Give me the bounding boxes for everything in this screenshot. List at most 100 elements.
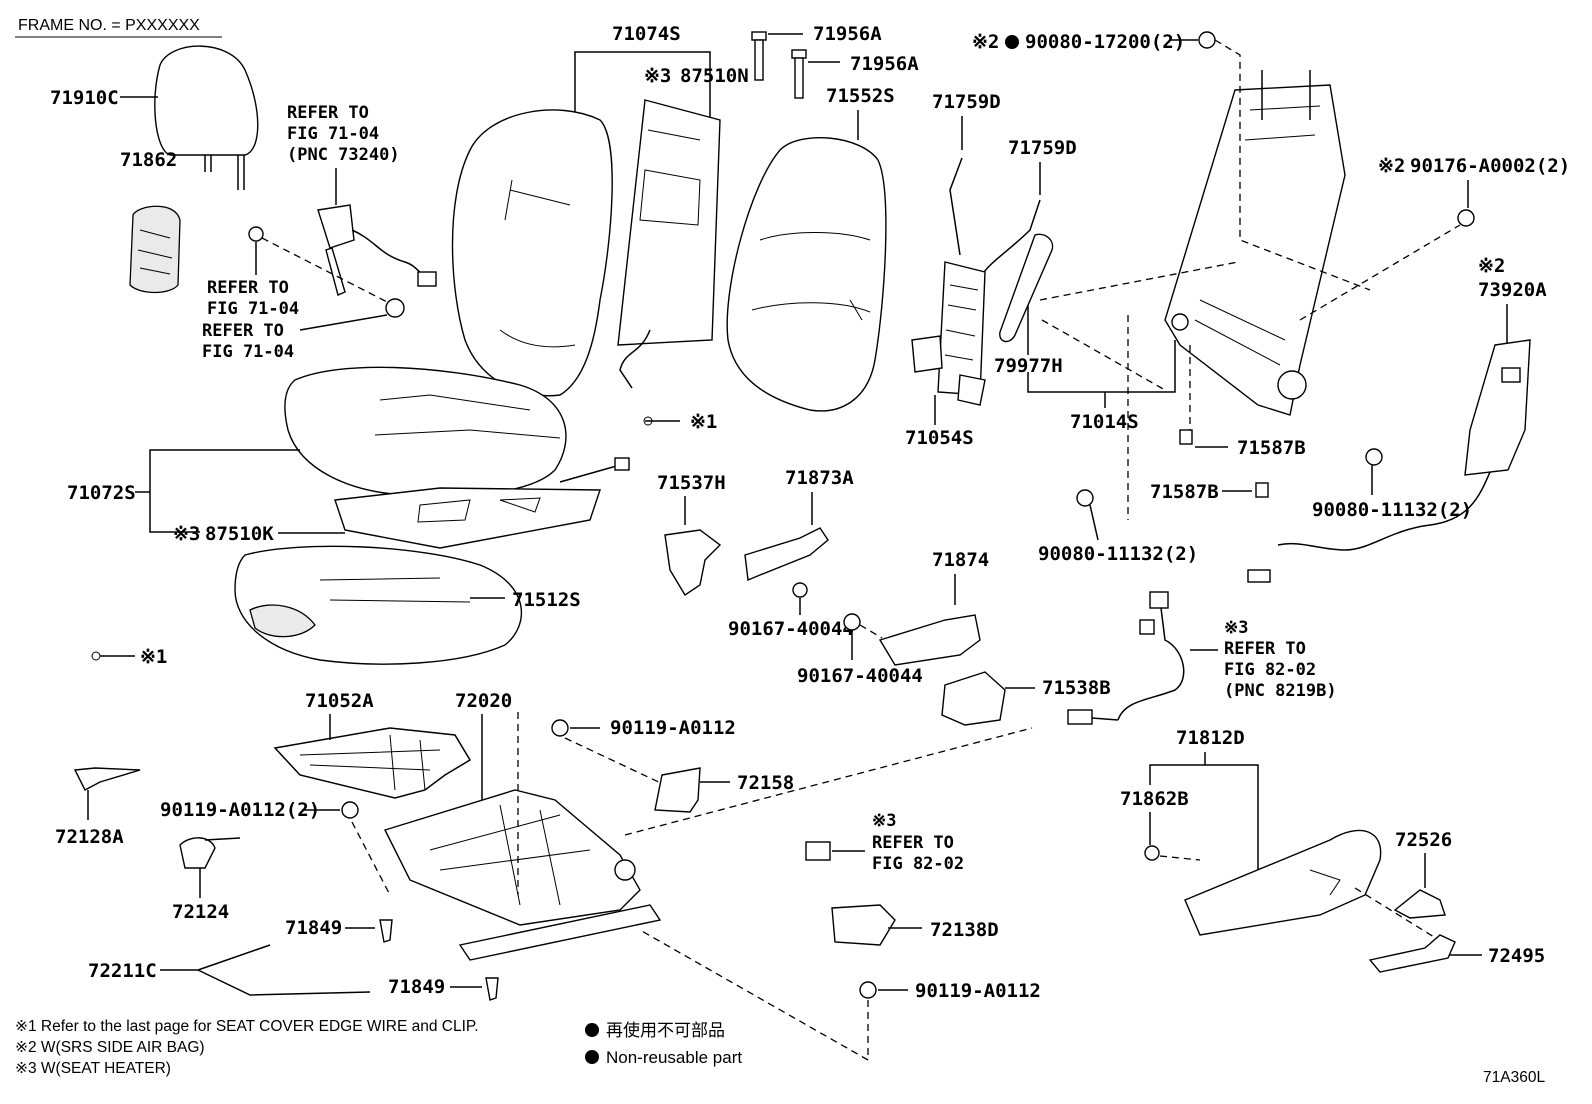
headrest-guide-part-1[interactable]	[751, 31, 767, 81]
seat-adjuster-part[interactable]	[384, 789, 662, 961]
label-71052A: 71052A	[305, 690, 374, 712]
grommet-part[interactable]	[385, 298, 405, 318]
mark-87510N: ※3	[644, 65, 671, 87]
seatback-heater-part[interactable]	[617, 99, 721, 389]
bolt-90119-a[interactable]	[551, 719, 569, 737]
mark-87510K: ※3	[173, 523, 200, 545]
seat-heater-harness-part[interactable]	[1067, 591, 1185, 725]
label-71874: 71874	[932, 549, 989, 571]
label-79977H: 79977H	[994, 355, 1063, 377]
cover-71538B-part[interactable]	[941, 671, 1006, 726]
clip-71862B[interactable]	[1144, 845, 1160, 861]
label-72128A: 72128A	[55, 826, 124, 848]
seatback-pad-part[interactable]	[726, 137, 887, 412]
cover-72124-part[interactable]	[179, 837, 216, 869]
nut-part[interactable]	[1198, 31, 1216, 49]
label-87510K: 87510K	[205, 523, 274, 545]
clip-71849-a[interactable]	[379, 919, 393, 943]
label-90119-2: 90119-A0112(2)	[160, 799, 320, 821]
label-72526: 72526	[1395, 829, 1452, 851]
seatbelt-buckle-part[interactable]	[317, 204, 437, 296]
label-72020: 72020	[455, 690, 512, 712]
clip-71587B-2[interactable]	[1255, 482, 1269, 498]
wire-part-1[interactable]	[949, 157, 963, 256]
label-71873A: 71873A	[785, 467, 854, 489]
bolt-90080-11132-a[interactable]	[1076, 489, 1094, 507]
headrest-guide-part-2[interactable]	[791, 49, 807, 99]
label-72211C: 72211C	[88, 960, 157, 982]
label-71759D-2: 71759D	[1008, 137, 1077, 159]
wire-part-2[interactable]	[981, 199, 1041, 276]
label-71587B-2: 71587B	[1150, 481, 1219, 503]
wire-72211C-part[interactable]	[197, 944, 371, 996]
label-71759D-1: 71759D	[932, 91, 1001, 113]
connector-part[interactable]	[805, 841, 831, 861]
clip-part[interactable]	[248, 226, 264, 242]
frame-number: FRAME NO. = PXXXXXX	[18, 17, 200, 34]
mark-connector: ※3	[872, 811, 896, 831]
side-airbag-part[interactable]	[1247, 339, 1531, 583]
cover-72495-part[interactable]	[1368, 934, 1456, 973]
label-90080-17200: 90080-17200(2)	[1025, 31, 1185, 53]
label-87510N: 87510N	[680, 65, 749, 87]
harness-ref-line3: (PNC 8219B)	[1224, 681, 1337, 701]
seatbelt-ref-line1: REFER TO	[287, 103, 369, 123]
dash-90119-a	[564, 737, 666, 786]
leader-71014S	[1027, 340, 1176, 393]
conn-ref-line1: REFER TO	[872, 833, 954, 853]
bolt-90119-b[interactable]	[859, 981, 877, 999]
label-90119-b: 90119-A0112	[915, 980, 1041, 1002]
headrest-part[interactable]	[154, 45, 259, 190]
label-90167-a: 90167-40044	[728, 618, 854, 640]
mark1-a: ※1	[690, 411, 717, 433]
cover-72158-part[interactable]	[654, 767, 701, 813]
dash-71874	[859, 624, 883, 639]
non-reusable-icon-2	[585, 1023, 599, 1037]
mark2-90080-17200: ※2	[972, 31, 999, 53]
bracket-71873A-part[interactable]	[744, 527, 829, 582]
label-71812D: 71812D	[1176, 727, 1245, 749]
mark2-73920A: ※2	[1478, 255, 1505, 277]
dash-frame-1	[1039, 261, 1239, 301]
headrest-support-part[interactable]	[129, 205, 181, 294]
label-90119-a: 90119-A0112	[610, 717, 736, 739]
seatback-cover-part[interactable]	[451, 109, 613, 397]
cushion-cover-part[interactable]	[284, 366, 567, 497]
screw-90167-a[interactable]	[792, 582, 808, 598]
cover-72138D-part[interactable]	[831, 904, 896, 946]
non-reusable-icon-1	[1005, 35, 1019, 49]
dash-90119-2	[351, 821, 391, 896]
bolt-90119-2[interactable]	[341, 801, 359, 819]
label-72158: 72158	[737, 772, 794, 794]
footnote-3: ※3 W(SEAT HEATER)	[15, 1060, 171, 1077]
seat-spring-part[interactable]	[273, 727, 472, 799]
cover-71874-part[interactable]	[878, 614, 981, 666]
cover-71537H-part[interactable]	[664, 529, 722, 596]
dash-71862B	[1159, 855, 1201, 861]
back-pad-part[interactable]	[999, 233, 1054, 343]
cushion-pad-part[interactable]	[234, 545, 523, 665]
cover-72526-part[interactable]	[1393, 889, 1446, 919]
lumbar-support-part[interactable]	[911, 261, 986, 406]
clip-71849-b[interactable]	[485, 977, 499, 1001]
label-71074S: 71074S	[612, 23, 681, 45]
clip-71587B-1[interactable]	[1179, 429, 1193, 445]
footnote-1: ※1 Refer to the last page for SEAT COVER…	[15, 1018, 479, 1035]
bolt-90080-11132-b[interactable]	[1365, 448, 1383, 466]
label-90176: 90176-A0002(2)	[1410, 155, 1570, 177]
label-71910C: 71910C	[50, 87, 119, 109]
leader-dash-clip	[261, 237, 396, 307]
side-shield-part[interactable]	[1184, 829, 1382, 936]
label-71537H: 71537H	[657, 472, 726, 494]
nut-90176-part[interactable]	[1457, 209, 1475, 227]
dash-90119-b-2	[639, 929, 869, 1061]
conn-ref-line2: FIG 82-02	[872, 854, 964, 874]
label-71054S: 71054S	[905, 427, 974, 449]
clip1-ref-line2: FIG 71-04	[207, 299, 299, 319]
legend-jp: 再使用不可部品	[606, 1020, 725, 1040]
cushion-heater-part[interactable]	[334, 457, 630, 549]
screw-90167-b[interactable]	[843, 613, 861, 631]
knob-72128A-part[interactable]	[73, 767, 141, 791]
clip1-ref-line1: REFER TO	[207, 278, 289, 298]
seatback-frame-part[interactable]	[1164, 70, 1346, 416]
